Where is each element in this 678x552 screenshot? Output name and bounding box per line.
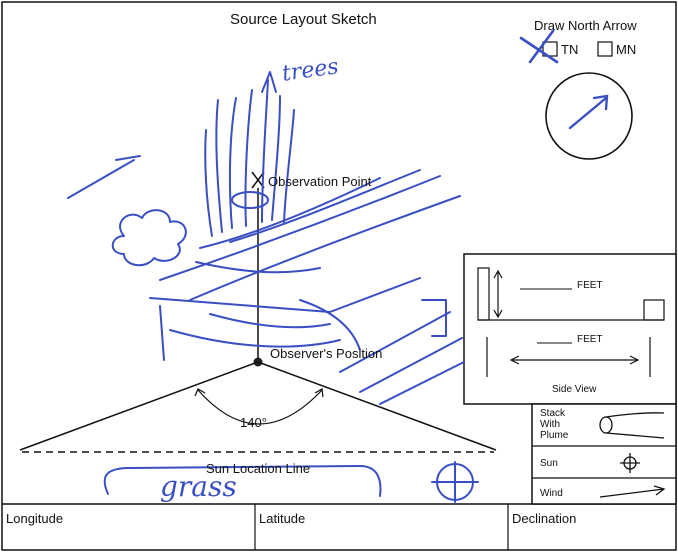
angle-right-line xyxy=(257,361,497,451)
observation-point-label: Observation Point xyxy=(268,174,372,189)
stack-plume-symbol xyxy=(599,412,665,439)
tn-label: TN xyxy=(561,42,579,57)
legend-wind-label: Wind xyxy=(540,488,563,499)
feet-label-bottom: FEET xyxy=(577,334,603,345)
wind-arrow-symbol xyxy=(599,485,666,498)
grass-handwriting: grass xyxy=(160,470,237,503)
side-view-distance-arrowhead-left xyxy=(509,355,520,365)
mn-label: MN xyxy=(616,42,637,57)
north-arrow-circle xyxy=(545,72,633,160)
tn-check-mark xyxy=(519,29,559,64)
sun-location-line-label: Sun Location Line xyxy=(206,461,311,476)
side-view-box xyxy=(463,253,677,405)
side-view-caption: Side View xyxy=(552,384,597,395)
sun-symbol xyxy=(620,453,640,473)
observer-position-label: Observer's Position xyxy=(270,346,383,361)
mn-checkbox[interactable] xyxy=(597,41,613,57)
latitude-field-label: Latitude xyxy=(259,511,306,526)
legend-stack-with-plume-label: Stack With Plume xyxy=(540,408,569,441)
form-title: Source Layout Sketch xyxy=(230,11,377,28)
longitude-field-label: Longitude xyxy=(6,511,64,526)
legend-box xyxy=(531,403,677,505)
angle-arrowhead-left xyxy=(194,388,206,397)
side-view-height-arrowhead-bottom xyxy=(493,309,503,319)
side-view-height-arrowhead-top xyxy=(493,269,503,279)
angle-arrowhead-right xyxy=(314,388,324,398)
side-view-distance-arrowhead-right xyxy=(629,355,640,365)
declination-field-label: Declination xyxy=(512,511,577,526)
north-arrow-hand-drawn xyxy=(568,94,609,130)
north-arrow-heading: Draw North Arrow xyxy=(534,18,637,33)
legend-sun-label: Sun xyxy=(540,458,558,469)
side-view-observer-box xyxy=(643,299,665,321)
angle-label: 140° xyxy=(240,415,267,430)
angle-arc xyxy=(197,389,323,425)
hand-drawn-sketch xyxy=(67,71,479,503)
feet-label-top: FEET xyxy=(577,280,603,291)
angle-left-line xyxy=(19,361,259,451)
